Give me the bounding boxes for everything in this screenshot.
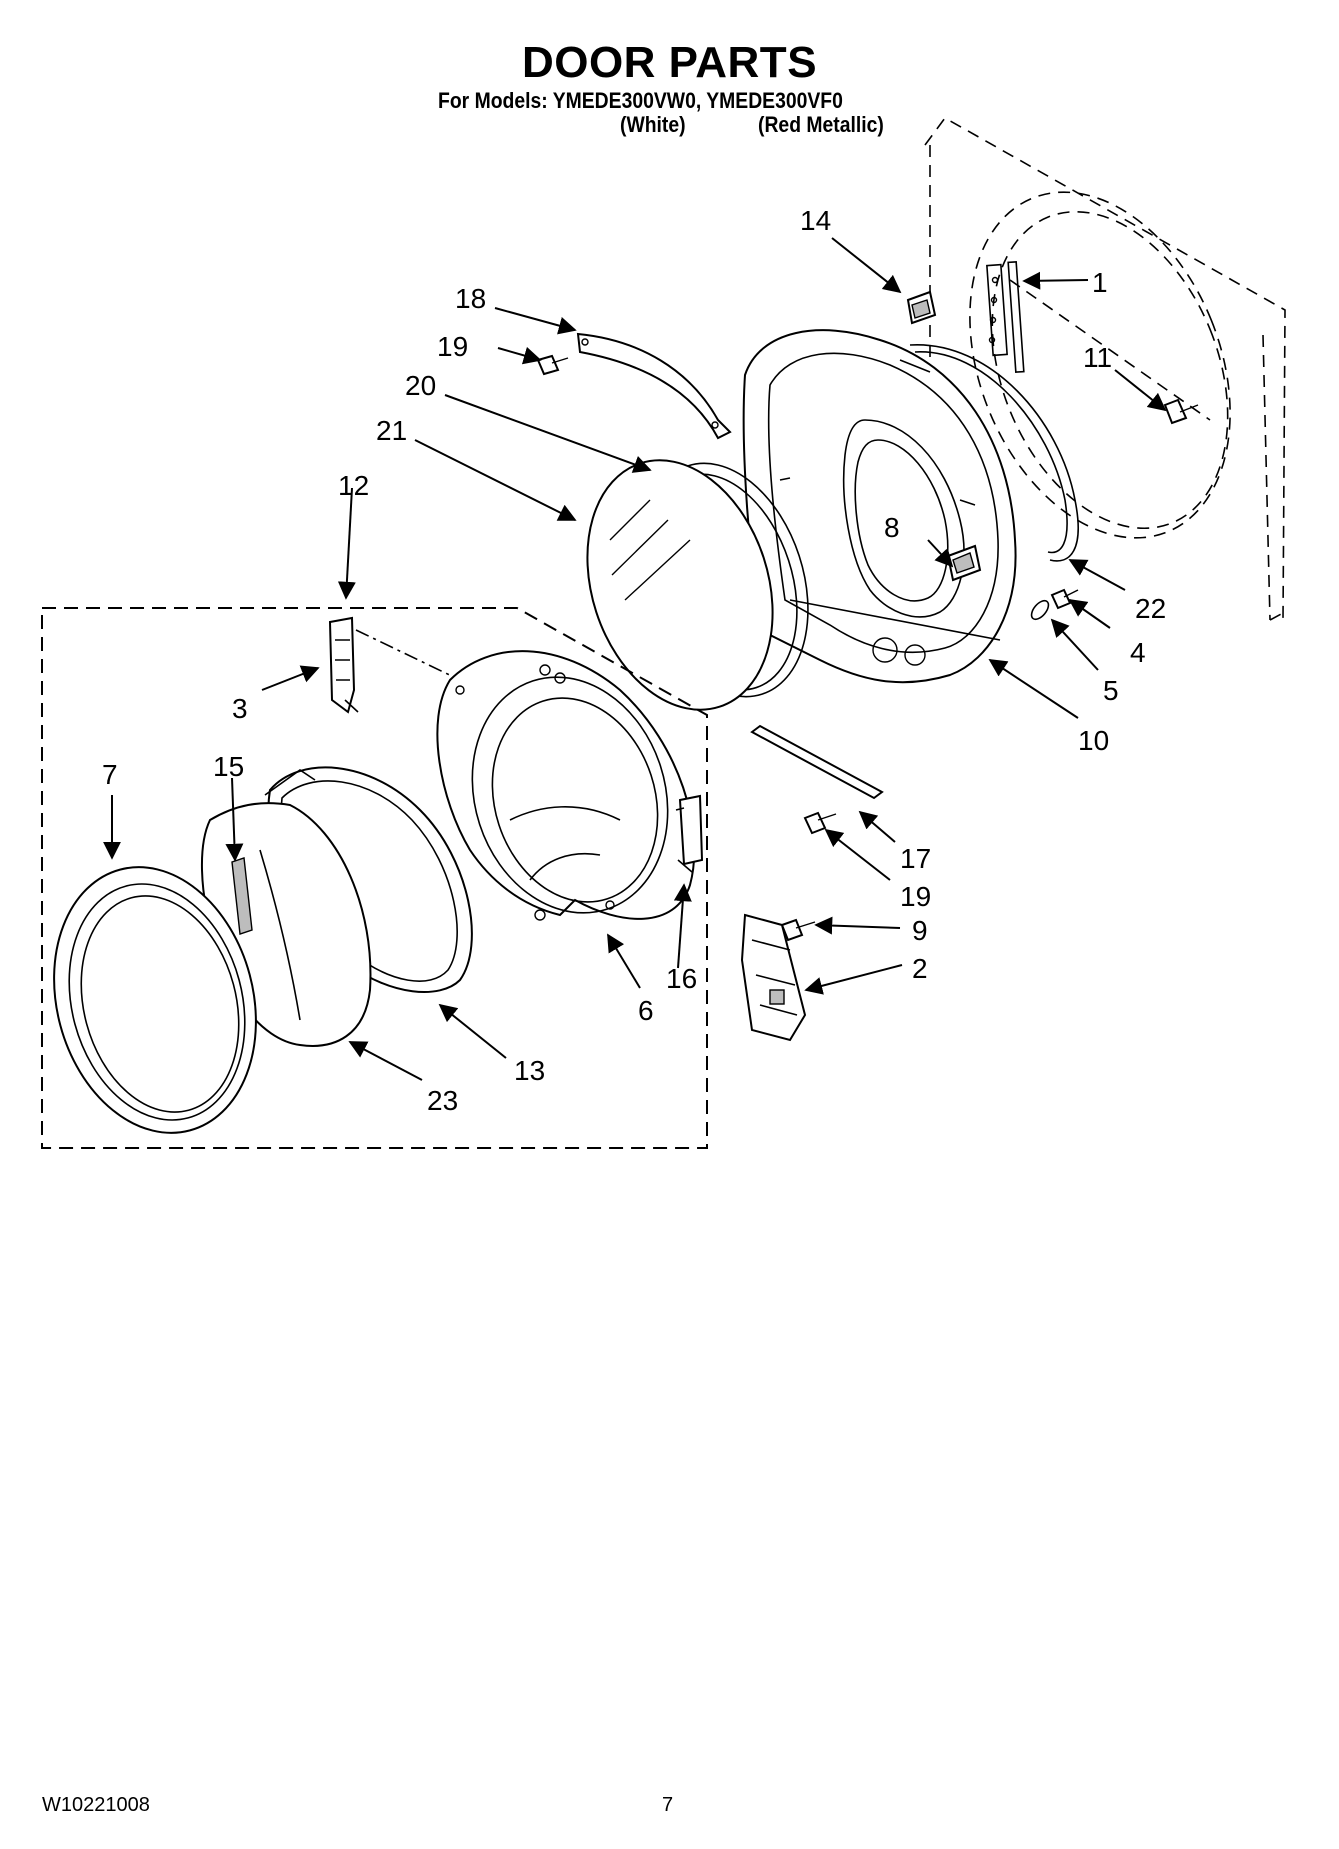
leader-lines [103,237,1167,1081]
callout-22: 22 [1135,593,1166,624]
part-14-strike [906,290,937,325]
variant-white: (White) [620,112,686,137]
part-22-gasket [909,344,1079,562]
callout-13: 13 [514,1055,545,1086]
callout-20: 20 [405,370,436,401]
part-3-hinge [328,616,359,714]
part-18-hinge-strap [576,332,732,440]
callout-9: 9 [912,915,928,946]
callout-16: 16 [666,963,697,994]
part-1-bracket [986,261,1025,373]
callout-labels: 14 1 11 8 22 4 5 10 18 19 20 21 12 3 7 1… [102,205,1166,1116]
part-11-screw [1163,398,1199,425]
callout-1: 1 [1092,267,1108,298]
part-12-door-assembly-outline [41,607,708,1149]
callout-5: 5 [1103,675,1119,706]
part-2-door-latch [740,913,807,1042]
callout-14: 14 [800,205,831,236]
part-8-strike [946,544,982,582]
part-4-screw [1050,588,1079,610]
part-19-screw-bottom [803,811,837,835]
document-number: W10221008 [42,1794,150,1816]
callout-21: 21 [376,415,407,446]
part-7-door-trim-ring [53,866,257,1134]
page-title: DOOR PARTS [521,38,818,87]
part-9-screw [780,918,816,942]
callout-12: 12 [338,470,369,501]
callout-2: 2 [912,953,928,984]
page-number: 7 [662,1794,674,1816]
part-10-front-panel [742,329,1050,684]
part-6-inner-door [436,650,696,921]
variant-red-metallic: (Red Metallic) [758,112,884,137]
callout-19-bottom: 19 [900,881,931,912]
callout-17: 17 [900,843,931,874]
part-17-strip [750,724,884,800]
callout-10: 10 [1078,725,1109,756]
callout-3: 3 [232,693,248,724]
callout-6: 6 [638,995,654,1026]
callout-7: 7 [102,759,118,790]
callout-15: 15 [213,751,244,782]
callout-23: 23 [427,1085,458,1116]
cabinet-outline [924,116,1286,621]
part-19-screw-top [536,354,569,376]
callout-18: 18 [455,283,486,314]
models-line: For Models: YMEDE300VW0, YMEDE300VF0 [438,88,843,113]
callout-8: 8 [884,512,900,543]
part-16-bracket [675,794,704,873]
callout-19-top: 19 [437,331,468,362]
callout-11: 11 [1083,342,1112,373]
callout-4: 4 [1130,637,1146,668]
